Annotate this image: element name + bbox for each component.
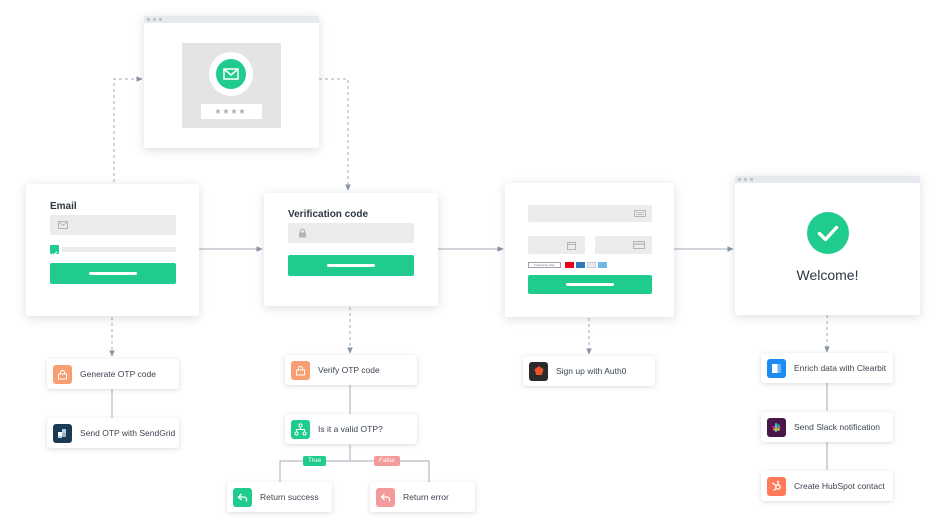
stripe-badge: Powered by stripe [528, 262, 561, 268]
return-icon [376, 487, 395, 507]
visa-logo [587, 262, 596, 268]
step-label: Send Slack notification [794, 422, 880, 432]
step-hubspot-contact[interactable]: Create HubSpot contact [761, 471, 893, 501]
discover-logo [598, 262, 607, 268]
step-generate-otp[interactable]: Generate OTP code [47, 359, 179, 389]
step-label: Return success [260, 492, 319, 502]
lock-icon [291, 360, 310, 380]
window-bar [144, 16, 319, 23]
step-label: Return error [403, 492, 449, 502]
step-is-valid[interactable]: Is it a valid OTP? [285, 414, 417, 444]
email-preview-panel: **** [182, 43, 281, 128]
consent-text-placeholder [62, 247, 176, 252]
mail-icon [58, 221, 68, 229]
window-bar [735, 176, 920, 183]
step-label: Create HubSpot contact [794, 481, 885, 491]
step-label: Generate OTP code [80, 369, 156, 379]
mastercard-logo [565, 262, 574, 268]
sendgrid-icon [53, 423, 72, 443]
check-icon [51, 251, 58, 257]
masked-code: **** [215, 106, 248, 121]
consent-checkbox[interactable] [50, 245, 59, 257]
branch-split-line [279, 460, 430, 483]
verification-code-field[interactable] [288, 223, 414, 243]
clearbit-icon [767, 358, 786, 378]
step-label: Is it a valid OTP? [318, 424, 383, 434]
step-label: Sign up with Auth0 [556, 366, 627, 376]
email-form-card: Email [26, 184, 199, 316]
otp-preview-link-left [113, 76, 143, 182]
envelope-icon [223, 68, 239, 80]
stripe-badge-text: Powered by stripe [534, 264, 555, 267]
branch-icon [291, 419, 310, 439]
expiry-field[interactable] [528, 236, 585, 254]
envelope-badge [216, 59, 246, 89]
verify-submit-button[interactable] [288, 255, 414, 276]
step-return-success[interactable]: Return success [227, 482, 332, 512]
step-verify-otp[interactable]: Verify OTP code [285, 355, 417, 385]
lock-icon [53, 364, 72, 384]
calendar-icon [567, 242, 576, 250]
success-circle [807, 212, 849, 254]
email-field[interactable] [50, 215, 176, 235]
step-return-error[interactable]: Return error [370, 482, 475, 512]
welcome-title: Welcome! [796, 267, 859, 283]
step-label: Verify OTP code [318, 365, 380, 375]
verification-title: Verification code [288, 209, 369, 220]
masked-code-box: **** [201, 104, 262, 121]
welcome-card: Welcome! [735, 176, 920, 315]
envelope-circle [209, 52, 253, 96]
step-enrich-clearbit[interactable]: Enrich data with Clearbit [761, 353, 893, 383]
auth0-icon [529, 361, 548, 381]
card-number-field[interactable] [528, 205, 652, 222]
otp-preview-link-right [319, 78, 351, 191]
step-send-otp[interactable]: Send OTP with SendGrid [47, 418, 179, 448]
hubspot-icon [767, 476, 786, 496]
verification-card: Verification code [264, 193, 438, 306]
email-submit-button[interactable] [50, 263, 176, 284]
keyboard-icon [634, 210, 646, 217]
slack-icon [767, 417, 786, 437]
amex-logo [576, 262, 585, 268]
payment-card: Powered by stripe [505, 183, 674, 317]
lock-icon [299, 228, 306, 238]
cvc-field[interactable] [595, 236, 652, 254]
true-branch-tag: True [303, 456, 327, 466]
return-icon [233, 487, 252, 507]
otp-email-preview: **** [144, 16, 319, 148]
false-branch-tag: False [374, 456, 400, 466]
step-signup-auth0[interactable]: Sign up with Auth0 [523, 356, 655, 386]
checkmark-icon [817, 225, 839, 242]
email-title: Email [50, 201, 77, 212]
credit-card-icon [633, 241, 645, 249]
step-label: Enrich data with Clearbit [794, 363, 887, 373]
payment-submit-button[interactable] [528, 275, 652, 294]
step-label: Send OTP with SendGrid [80, 428, 176, 438]
step-slack-notify[interactable]: Send Slack notification [761, 412, 893, 442]
